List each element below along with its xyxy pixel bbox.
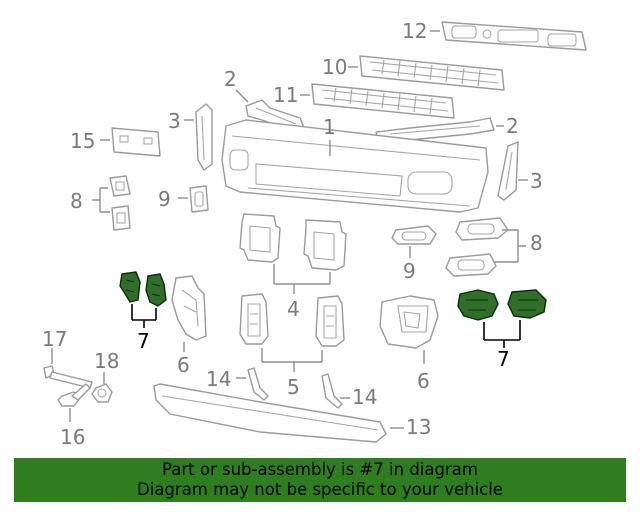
callout-6a: 6 xyxy=(177,353,190,377)
callout-2a: 2 xyxy=(224,67,237,91)
part-3-endcap-right xyxy=(497,141,519,201)
part-8-bracket-left xyxy=(109,175,131,231)
callout-3b: 3 xyxy=(530,169,543,193)
part-6-support-right xyxy=(379,295,439,349)
info-banner: Part or sub-assembly is #7 in diagram Di… xyxy=(14,458,626,502)
leader-5 xyxy=(261,348,323,372)
leader-8a xyxy=(92,187,110,213)
callout-4: 4 xyxy=(287,297,300,321)
callout-1: 1 xyxy=(323,115,336,139)
part-7-bracket-left xyxy=(119,271,167,307)
callout-13: 13 xyxy=(406,415,431,439)
part-17-bolt xyxy=(43,365,93,389)
part-1-bumper xyxy=(221,119,489,213)
part-4-bracket-right xyxy=(303,219,347,271)
part-3-endcap-left xyxy=(195,103,213,171)
callout-8b: 8 xyxy=(530,231,543,255)
part-16-clip xyxy=(57,383,91,407)
leader-2a xyxy=(235,89,249,103)
callout-14b: 14 xyxy=(352,385,377,409)
leader-7b xyxy=(483,320,521,348)
part-14-strip-left xyxy=(247,367,269,401)
part-9-bezel-left xyxy=(189,185,209,213)
callout-9b: 9 xyxy=(403,259,416,283)
leader-7a xyxy=(131,304,157,328)
part-7-bracket-right xyxy=(457,289,547,321)
part-18-nut xyxy=(91,383,113,403)
callout-7b: 7 xyxy=(497,347,510,371)
callout-7a: 7 xyxy=(137,329,150,353)
banner-line-1: Part or sub-assembly is #7 in diagram xyxy=(162,460,478,479)
part-11-grille-lower xyxy=(311,83,455,119)
callout-11: 11 xyxy=(273,83,298,107)
part-14-strip-right xyxy=(321,373,343,409)
callout-2b: 2 xyxy=(506,114,519,138)
callout-14a: 14 xyxy=(206,367,231,391)
callout-15: 15 xyxy=(70,129,95,153)
leader-8b xyxy=(494,229,526,263)
part-4-bracket-left xyxy=(239,213,281,263)
callout-3a: 3 xyxy=(168,109,181,133)
banner-line-2: Diagram may not be specific to your vehi… xyxy=(137,480,503,499)
callout-12: 12 xyxy=(402,19,427,43)
callout-9a: 9 xyxy=(158,187,171,211)
part-13-valance xyxy=(153,383,387,443)
callout-17: 17 xyxy=(42,327,67,351)
part-5-bracket-left xyxy=(239,293,269,345)
callout-5: 5 xyxy=(287,375,300,399)
part-9-bezel-right xyxy=(391,225,437,245)
part-8-bracket-right xyxy=(445,217,509,277)
part-5-bracket-right xyxy=(315,295,345,347)
part-15-plate-bracket xyxy=(111,127,161,157)
part-10-grille xyxy=(359,55,505,91)
part-6-support-left xyxy=(171,275,207,341)
callout-6b: 6 xyxy=(417,369,430,393)
callout-10: 10 xyxy=(322,55,347,79)
leader-4 xyxy=(273,264,331,294)
callout-8a: 8 xyxy=(70,189,83,213)
callout-16: 16 xyxy=(60,425,85,449)
callout-18: 18 xyxy=(94,349,119,373)
part-12-grille-upper xyxy=(441,21,587,51)
